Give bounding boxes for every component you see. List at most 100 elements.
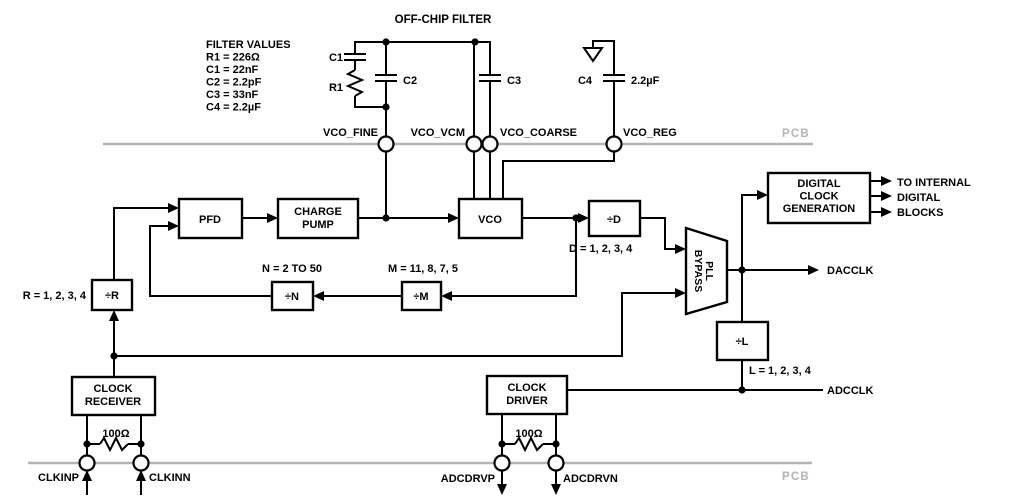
junction-dot: [572, 214, 580, 222]
pin-circle-adcdrvn: [547, 454, 565, 472]
block-divider-m-label: ÷M: [413, 291, 428, 303]
label-c3: C3: [507, 75, 521, 87]
pll-bypass-mux-label-line1: PLL: [703, 261, 715, 281]
junction-dot: [738, 386, 746, 394]
pin-label-vco-vcm: VCO_VCM: [411, 127, 465, 139]
filter-values-heading: FILTER VALUES: [206, 39, 291, 51]
label-adcdrv-termination: 100Ω: [515, 428, 542, 440]
junction-dots: [83, 38, 746, 448]
pin-label-vco-fine: VCO_FINE: [323, 127, 378, 139]
capacitor-c1-icon: [344, 53, 366, 61]
arrow-icon: [675, 288, 686, 298]
output-label-adcclk: ADCCLK: [827, 385, 873, 397]
label-r1: R1: [329, 82, 343, 94]
pin-circle-vco-reg: [605, 135, 623, 153]
arrow-icon: [267, 213, 278, 223]
junction-dot: [382, 103, 390, 111]
junction-dot: [83, 440, 91, 448]
arrow-icon: [881, 191, 892, 201]
block-vco-label: VCO: [478, 214, 502, 226]
pin-circle-clkinn: [132, 454, 150, 472]
range-label-m: M = 11, 8, 7, 5: [388, 263, 458, 275]
arrow-icon: [109, 310, 119, 321]
arrow-icon: [551, 484, 561, 495]
arrow-icon: [497, 484, 507, 495]
junction-dot: [552, 440, 560, 448]
filter-value-c1: C1 = 22nF: [206, 64, 259, 76]
label-clkin-termination: 100Ω: [102, 428, 129, 440]
block-divider-m: ÷M: [400, 280, 443, 312]
resistor-adcdrv-termination-icon: [514, 435, 544, 453]
ground-icon: [582, 47, 604, 63]
arrow-icon: [168, 221, 179, 231]
pll-bypass-mux-label-line2: BYPASS: [692, 250, 704, 292]
signal-wires: [86, 40, 882, 495]
arrow-icon: [881, 207, 892, 217]
label-c2: C2: [403, 75, 417, 87]
filter-values-list: FILTER VALUES R1 = 226Ω C1 = 22nF C2 = 2…: [206, 39, 291, 114]
arrow-icon: [578, 213, 589, 223]
capacitor-c3-icon: [479, 74, 501, 82]
pin-circle-clkinp: [78, 454, 96, 472]
filter-value-c2: C2 = 2.2pF: [206, 77, 262, 89]
pin-circle-vco-vcm: [465, 135, 483, 153]
junction-dot: [738, 266, 746, 274]
label-c4: C4: [578, 75, 593, 87]
block-vco: VCO: [457, 197, 524, 240]
filter-value-c3: C3 = 33nF: [206, 89, 259, 101]
block-divider-n: ÷N: [270, 280, 315, 312]
pin-label-clkinp: CLKINP: [38, 472, 79, 484]
arrow-icon: [881, 176, 892, 186]
junction-dot: [498, 440, 506, 448]
filter-value-c4: C4 = 2.2µF: [206, 102, 261, 114]
pll-bypass-mux: PLL BYPASS: [684, 226, 729, 316]
pcb-pin-labels: VCO_FINE VCO_VCM VCO_COARSE VCO_REG CLKI…: [38, 127, 677, 485]
label-c1: C1: [329, 52, 343, 64]
junction-dot: [137, 440, 145, 448]
arrow-icon: [441, 291, 452, 301]
pin-label-vco-coarse: VCO_COARSE: [500, 127, 577, 139]
junction-dot: [382, 38, 390, 46]
arrow-icon: [313, 291, 324, 301]
junction-dot: [382, 214, 390, 222]
component-reference-labels: C1 R1 C2 C3 C4 2.2µF: [329, 52, 660, 94]
pcb-label-bottom: PCB: [782, 471, 810, 483]
loop-filter-components: [99, 47, 625, 453]
resistor-clkin-termination-icon: [99, 435, 129, 453]
block-divider-l: ÷L: [715, 320, 770, 362]
output-label-dacclk: DACCLK: [827, 265, 873, 277]
block-divider-l-label: ÷L: [736, 336, 749, 348]
pin-label-adcdrvn: ADCDRVN: [563, 473, 618, 485]
block-divider-d: ÷D: [587, 199, 642, 238]
range-label-d: D = 1, 2, 3, 4: [569, 243, 633, 255]
block-divider-d-label: ÷D: [607, 214, 621, 226]
capacitor-c4-icon: [603, 74, 625, 82]
resistor-r1-icon: [345, 69, 365, 97]
pin-circle-vco-coarse: [481, 135, 499, 153]
label-c4-value: 2.2µF: [631, 75, 660, 87]
pin-label-clkinn: CLKINN: [149, 472, 191, 484]
block-divider-n-label: ÷N: [285, 291, 299, 303]
block-divider-r: ÷R: [90, 278, 134, 312]
divider-range-labels: R = 1, 2, 3, 4 N = 2 TO 50 M = 11, 8, 7,…: [23, 243, 812, 377]
block-pfd: PFD: [177, 197, 244, 240]
arrow-icon: [168, 203, 179, 213]
arrow-icon: [675, 244, 686, 254]
junction-dot: [110, 352, 118, 360]
pcb-pin-circles: [78, 135, 623, 472]
off-chip-filter-title: OFF-CHIP FILTER: [395, 14, 492, 26]
capacitor-c2-icon: [375, 74, 397, 82]
range-label-l: L = 1, 2, 3, 4: [749, 365, 812, 377]
pin-circle-adcdrvp: [493, 454, 511, 472]
arrow-icon: [136, 470, 146, 481]
pin-label-adcdrvp: ADCDRVP: [441, 473, 495, 485]
arrow-icon: [808, 265, 819, 275]
